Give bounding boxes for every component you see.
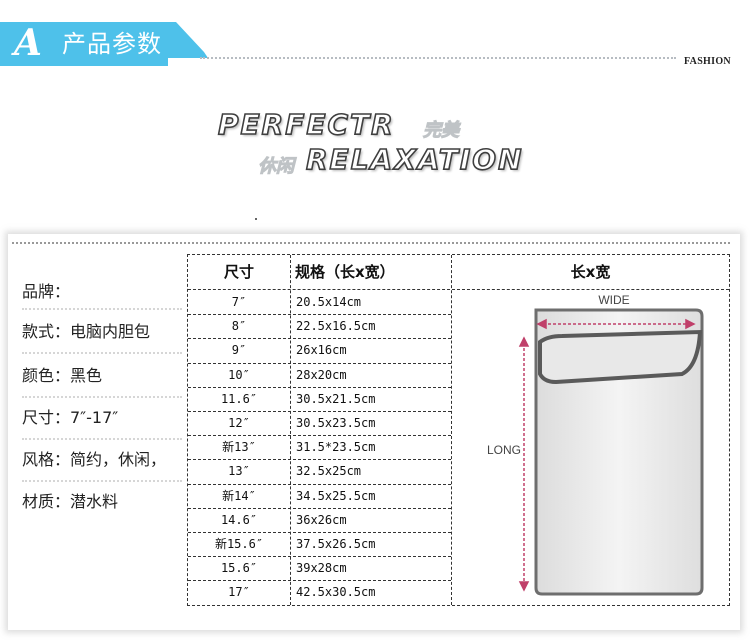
wide-arrow: [536, 318, 696, 330]
property-design: 风格：简约，休闲，: [22, 450, 167, 469]
sleeve-flap: [538, 329, 703, 385]
table-cell-spec: 34.5x25.5cm: [296, 488, 376, 503]
header-dimension: 长x宽: [570, 263, 611, 281]
section-title: 产品参数: [62, 30, 162, 58]
decor-dot: [255, 218, 257, 220]
table-row-divider: [188, 532, 451, 533]
table-column-divider: [451, 255, 452, 605]
table-row-divider: [188, 314, 451, 316]
table-cell-spec: 37.5x26.5cm: [296, 537, 376, 551]
table-cell-spec: 22.5x16.5cm: [296, 319, 376, 334]
table-row-divider: [188, 386, 451, 388]
property-separator: [22, 480, 182, 482]
wide-label: WIDE: [598, 293, 629, 307]
table-row-divider: [188, 556, 451, 558]
table-cell-size: 7″: [231, 295, 247, 309]
table-cell-spec: 31.5*23.5cm: [296, 440, 376, 455]
property-material: 材质：潜水料: [22, 492, 119, 511]
table-cell-size: 14.6″: [220, 512, 258, 527]
property-color: 颜色：黑色: [22, 366, 103, 385]
table-cell-size: 新15.6″: [214, 537, 264, 551]
property-separator: [22, 438, 182, 440]
table-row-divider: [188, 362, 451, 364]
section-banner: A 产品参数 FASHION: [0, 22, 750, 67]
slogan-line1-cn: 完美: [423, 120, 460, 142]
header-size: 尺寸: [223, 263, 254, 281]
table-cell-spec: 30.5x23.5cm: [296, 416, 376, 430]
table-cell-size: 新14″: [222, 488, 256, 503]
property-size: 尺寸：7″-17″: [22, 408, 119, 427]
property-separator: [22, 396, 182, 398]
property-separator: [22, 308, 182, 310]
table-cell-size: 17″: [228, 585, 250, 600]
banner-notch: [168, 22, 208, 58]
table-row-divider: [188, 483, 451, 485]
table-cell-spec: 30.5x21.5cm: [296, 391, 376, 406]
panel-top-dotted-line: [12, 242, 730, 244]
table-cell-spec: 36x26cm: [296, 512, 347, 527]
table-row-divider: [188, 338, 451, 340]
table-cell-spec: 32.5x25cm: [296, 464, 362, 479]
property-separator: [22, 352, 182, 354]
long-label: LONG: [487, 443, 521, 457]
header-spec: 规格（长x宽）: [295, 263, 395, 281]
property-brand: 品牌：: [22, 282, 71, 301]
table-cell-size: 9″: [231, 343, 247, 358]
table-row-divider: [188, 507, 451, 509]
table-cell-size: 8″: [231, 319, 247, 334]
table-cell-size: 10″: [228, 367, 250, 382]
table-cell-spec: 39x28cm: [296, 561, 347, 576]
property-style: 款式：电脑内胆包: [22, 322, 151, 341]
banner-dotted-line: [200, 57, 676, 59]
table-cell-size: 12″: [228, 416, 250, 430]
table-cell-size: 13″: [228, 464, 250, 479]
table-cell-spec: 42.5x30.5cm: [296, 585, 376, 600]
table-cell-spec: 26x16cm: [296, 343, 347, 358]
table-cell-size: 15.6″: [220, 561, 258, 576]
banner-letter-logo: A: [14, 22, 42, 64]
table-cell-size: 11.6″: [220, 391, 258, 406]
banner-bar: [0, 22, 168, 66]
slogan-line2-cn: 休闲: [258, 156, 295, 178]
slogan-line2: RELAXATION: [305, 142, 524, 177]
banner-tag: FASHION: [684, 56, 731, 67]
table-cell-spec: 20.5x14cm: [296, 295, 362, 309]
table-row-divider: [188, 580, 451, 582]
sleeve-diagram: WIDE LONG: [487, 293, 704, 596]
size-table: 尺寸 规格（长x宽） 长x宽 7″ 20.5x14cm 8″ 22.5x16.5cm 9…: [187, 254, 730, 606]
table-header-divider: [188, 289, 729, 290]
table-column-divider: [290, 255, 291, 605]
table-row-divider: [188, 435, 451, 437]
table-cell-spec: 28x20cm: [296, 367, 347, 382]
long-arrow: [518, 336, 530, 592]
table-cell-size: 新13″: [222, 440, 256, 455]
table-row-divider: [188, 459, 451, 461]
slogan-line1: PERFECTR: [217, 107, 395, 142]
table-row-divider: [188, 411, 451, 412]
